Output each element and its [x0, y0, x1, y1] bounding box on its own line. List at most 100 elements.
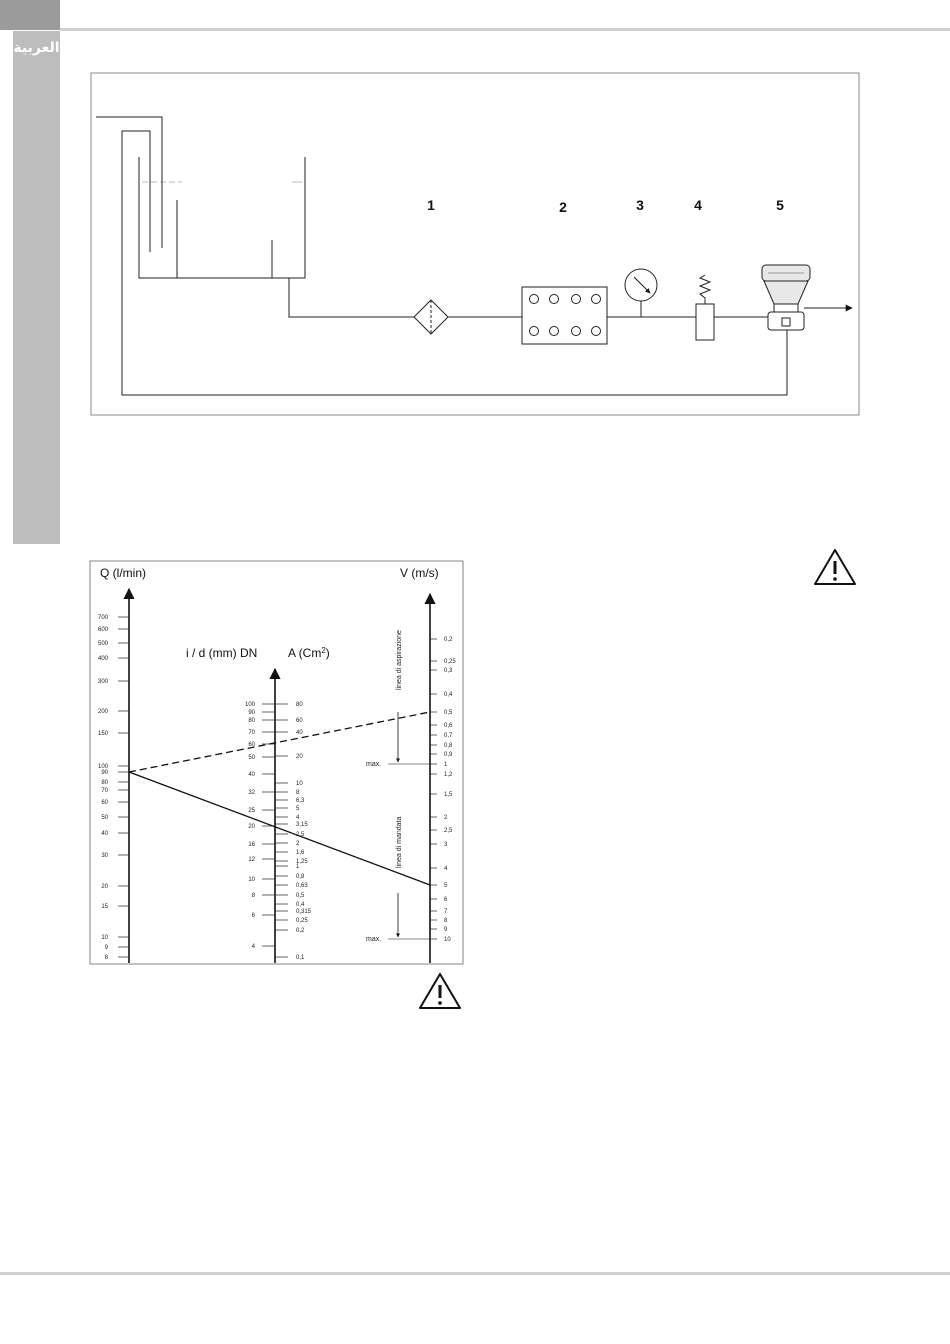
- d-axis-tick-label: 8: [252, 893, 256, 899]
- diagram-labels: 1 2 3 4 5: [427, 197, 784, 215]
- q-axis-tick-label: 400: [98, 656, 109, 662]
- regulator-symbol: [761, 264, 811, 331]
- v-axis-tick-label: 2,5: [444, 828, 453, 834]
- v-axis-tick-label: 0,8: [444, 743, 453, 749]
- label-regulator: 5: [776, 197, 784, 213]
- v-axis-tick-label: 0,6: [444, 723, 453, 729]
- filter-symbol: [413, 299, 449, 335]
- warning-icon: [814, 549, 856, 585]
- a-axis-tick-label: 40: [296, 730, 303, 736]
- d-axis-tick-label: 25: [248, 808, 255, 814]
- a-axis-tick-label: 0,8: [296, 874, 305, 880]
- a-axis-tick-label: 1: [296, 864, 300, 870]
- return-line: [121, 130, 788, 396]
- suction-max-label: max.: [366, 761, 381, 768]
- v-axis-tick-label: 0,25: [444, 659, 456, 665]
- q-axis-tick-label: 60: [101, 800, 108, 806]
- q-axis-tick-label: 300: [98, 679, 109, 685]
- a-axis-tick-label: 0,4: [296, 902, 305, 908]
- delivery-line-label: linea di mandata: [396, 817, 403, 868]
- a-axis-tick-label: 2: [296, 841, 300, 847]
- a-axis-tick-label: 80: [296, 702, 303, 708]
- a-axis-tick-label: 1,6: [296, 850, 305, 856]
- d-axis-tick-label: 20: [248, 824, 255, 830]
- v-axis-tick-label: 3: [444, 842, 448, 848]
- q-axis-tick-label: 8: [105, 955, 109, 961]
- tank: [138, 157, 306, 279]
- a-axis-tick-label: 10: [296, 781, 303, 787]
- suction-line: [288, 278, 414, 318]
- v-axis-tick-label: 0,3: [444, 668, 453, 674]
- v-axis-tick-label: 1,5: [444, 792, 453, 798]
- q-axis-tick-label: 200: [98, 709, 109, 715]
- q-axis-ticks: 7006005004003002001501009080706050403020…: [98, 615, 129, 961]
- v-axis-tick-label: 1: [444, 762, 448, 768]
- v-axis-tick-label: 10: [444, 937, 451, 943]
- q-axis-tick-label: 9: [105, 945, 109, 951]
- v-axis-tick-label: 7: [444, 909, 448, 915]
- d-axis-tick-label: 32: [248, 790, 255, 796]
- nomogram-frame: [89, 560, 464, 965]
- a-axis-header: A (Cm2): [288, 646, 330, 660]
- a-axis-tick-label: 0,63: [296, 883, 308, 889]
- a-axis-tick-label: 8: [296, 790, 300, 796]
- pump-symbol: [521, 286, 608, 345]
- a-axis-tick-label: 1,25: [296, 859, 308, 865]
- d-axis-tick-label: 10: [248, 877, 255, 883]
- v-axis-tick-label: 9: [444, 927, 448, 933]
- delivery-example-line: [128, 771, 431, 886]
- d-axis-tick-label: 4: [252, 944, 256, 950]
- q-axis-tick-label: 40: [101, 831, 108, 837]
- d-axis-tick-label: 90: [248, 710, 255, 716]
- v-axis-header: V (m/s): [400, 566, 439, 580]
- a-axis-tick-label: 5: [296, 806, 300, 812]
- v-axis-tick-label: 0,9: [444, 752, 453, 758]
- v-axis-tick-label: 0,7: [444, 733, 453, 739]
- d-axis-tick-label: 50: [248, 755, 255, 761]
- q-axis-tick-label: 15: [101, 904, 108, 910]
- q-axis-tick-label: 70: [101, 788, 108, 794]
- a-axis-tick-label: 20: [296, 754, 303, 760]
- q-axis-header: Q (l/min): [100, 566, 146, 580]
- q-axis-tick-label: 50: [101, 815, 108, 821]
- v-axis-tick-label: 2: [444, 815, 448, 821]
- v-axis-tick-label: 4: [444, 866, 448, 872]
- language-side-tab: [13, 31, 60, 544]
- q-axis-tick-label: 30: [101, 853, 108, 859]
- suction-line-label: linea di aspirazione: [396, 630, 403, 690]
- v-axis-tick-label: 6: [444, 897, 448, 903]
- d-axis-tick-label: 40: [248, 772, 255, 778]
- a-axis-tick-label: 0,5: [296, 893, 305, 899]
- hydraulic-circuit-diagram: [90, 72, 860, 416]
- relief-valve-symbol: [695, 274, 715, 341]
- v-axis-tick-label: 0,5: [444, 710, 453, 716]
- a-axis-tick-label: 4: [296, 815, 300, 821]
- a-axis-tick-label: 2,5: [296, 832, 305, 838]
- d-axis-tick-label: 16: [248, 842, 255, 848]
- a-axis-tick-label: 0,25: [296, 918, 308, 924]
- d-axis-tick-label: 60: [248, 742, 255, 748]
- label-pump: 2: [559, 199, 567, 215]
- q-axis-tick-label: 80: [101, 780, 108, 786]
- suction-example-line: [128, 711, 431, 773]
- q-axis-tick-label: 600: [98, 627, 109, 633]
- a-axis-tick-label: 0,1: [296, 955, 305, 961]
- pipe-sizing-nomogram: Q (l/min) V (m/s) i / d (mm) DN A (Cm2) …: [89, 560, 464, 965]
- q-axis-tick-label: 700: [98, 615, 109, 621]
- language-label: العربية: [13, 40, 60, 56]
- d-axis-tick-label: 70: [248, 730, 255, 736]
- label-relief-valve: 4: [694, 197, 702, 213]
- q-axis-tick-label: 10: [101, 935, 108, 941]
- label-gauge: 3: [636, 197, 644, 213]
- footer-rule: [0, 1272, 950, 1275]
- a-axis-tick-label: 6,3: [296, 798, 305, 804]
- top-corner-tab: [0, 0, 60, 30]
- v-axis-tick-label: 0,2: [444, 637, 453, 643]
- a-axis-tick-label: 60: [296, 718, 303, 724]
- a-axis-tick-label: 0,315: [296, 909, 312, 915]
- delivery-max-label: max.: [366, 936, 381, 943]
- v-axis-tick-label: 0,4: [444, 692, 453, 698]
- warning-icon: [419, 973, 461, 1009]
